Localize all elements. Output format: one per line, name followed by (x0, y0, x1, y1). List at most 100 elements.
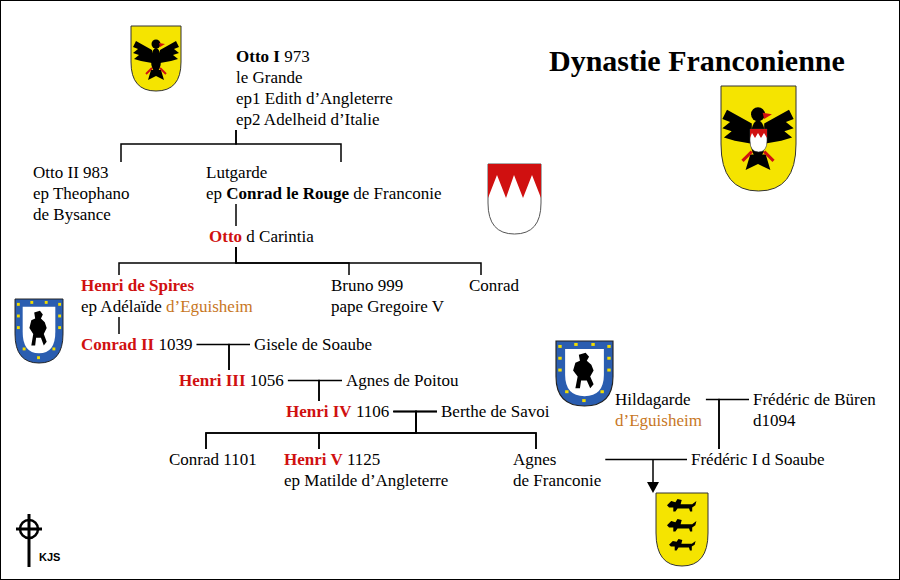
lineage-line (196, 345, 229, 371)
person-entry: Henri IV1106 (282, 401, 393, 422)
entry-line: pape Gregoire V (331, 296, 444, 317)
entry-text: Conrad II (81, 335, 154, 354)
entry-text: 1039 (158, 335, 192, 354)
entry-text: Frédéric I d Soaube (691, 450, 825, 469)
entry-text: Henri III (179, 371, 246, 390)
entry-line: Henri III1056 (179, 370, 284, 391)
lineage-line (288, 381, 319, 402)
person-entry: Otto II 983 ep Theophano de Bysance (29, 162, 133, 225)
entry-text: Henri IV (286, 402, 352, 421)
person-entry: Bruno 999 pape Gregoire V (327, 275, 448, 317)
person-entry: Agnes de Poitou (342, 370, 462, 391)
person-entry: Gisele de Soaube (250, 334, 376, 355)
entry-text: de Franconie (353, 184, 441, 203)
entry-line: Henri de Spires (81, 275, 253, 296)
entry-text: Bruno 999 (331, 276, 403, 295)
person-entry: Henri V1125ep Matilde d’Angleterre (280, 449, 452, 491)
entry-text: Frédéric de Büren (753, 390, 876, 409)
entry-text: Otto II 983 (33, 163, 109, 182)
entry-text: 1106 (356, 402, 389, 421)
entry-line: Gisele de Soaube (254, 334, 372, 355)
entry-text: 1125 (347, 450, 380, 469)
lineage-line (236, 247, 481, 275)
entry-line: de Franconie (513, 470, 601, 491)
entry-line: Otto I973 (236, 46, 393, 67)
entry-line: Conrad 1101 (169, 449, 257, 470)
entry-line: Conrad (469, 275, 519, 296)
person-entry: Hildagarde d’Eguisheim (611, 389, 706, 431)
lineage-line (706, 400, 719, 450)
entry-text: ep Adélaïde (81, 297, 162, 316)
entry-text: Agnes de Poitou (346, 371, 458, 390)
entry-text: ep Theophano (33, 184, 129, 203)
entry-text: d Carintia (246, 227, 314, 246)
lineage-line (119, 247, 236, 275)
entry-text: ep2 Adelheid d’Italie (236, 110, 380, 129)
entry-text: ep1 Edith d’Angleterre (236, 89, 393, 108)
entry-text: Hildagarde (615, 390, 691, 409)
entry-line: ep1 Edith d’Angleterre (236, 88, 393, 109)
entry-line: Henri V1125 (284, 449, 448, 470)
entry-line: Agnes (513, 449, 601, 470)
entry-line: Conrad II1039 (81, 334, 192, 355)
entry-text: 973 (284, 47, 310, 66)
person-entry: Henri III1056 (175, 370, 288, 391)
entry-line: de Bysance (33, 204, 129, 225)
person-entry: Ottod Carintia (205, 226, 318, 247)
entry-text: de Bysance (33, 205, 111, 224)
entry-line: d1094 (753, 410, 876, 431)
entry-text: Conrad (469, 276, 519, 295)
entry-text: pape Gregoire V (331, 297, 444, 316)
descent-arrow (647, 460, 659, 493)
entry-line: Lutgarde (206, 162, 442, 183)
person-entry: Conrad (465, 275, 523, 296)
eagle-shield (131, 26, 181, 91)
lineage-line (605, 459, 687, 461)
entry-line: Bruno 999 (331, 275, 444, 296)
entry-line: Agnes de Poitou (346, 370, 458, 391)
celtic-cross (16, 514, 42, 567)
lineage-line (319, 381, 342, 402)
entry-line: ep Matilde d’Angleterre (284, 470, 448, 491)
person-entry: Frédéric de Büren d1094 (749, 389, 880, 431)
entry-text: Otto I (236, 47, 280, 66)
entry-line: ep Adélaïded’Eguisheim (81, 296, 253, 317)
entry-line: Berthe de Savoi (441, 401, 550, 422)
person-entry: Henri de Spiresep Adélaïded’Eguisheim (77, 275, 257, 317)
entry-text: Agnes (513, 450, 556, 469)
person-entry: Berthe de Savoi (437, 401, 554, 422)
franconia-eagle-shield (721, 86, 796, 191)
entry-line: Frédéric I d Soaube (691, 449, 825, 470)
entry-text: Otto (209, 227, 242, 246)
entry-line: epConrad le Rougede Franconie (206, 183, 442, 204)
person-entry: Conrad 1101 (165, 449, 261, 470)
entry-line: Frédéric de Büren (753, 389, 876, 410)
entry-text: 1056 (250, 371, 284, 390)
entry-text: Gisele de Soaube (254, 335, 372, 354)
person-entry: LutgardeepConrad le Rougede Franconie (202, 162, 446, 204)
entry-text: d’Eguisheim (615, 411, 702, 430)
signature-label: KJS (39, 551, 60, 564)
entry-text: d’Eguisheim (166, 297, 253, 316)
entry-line: Ottod Carintia (209, 226, 314, 247)
person-entry: Agnes de Franconie (509, 449, 605, 491)
lineage-line (236, 247, 349, 275)
diagram-title: Dynastie Franconienne (549, 43, 845, 79)
entry-text: d1094 (753, 411, 796, 430)
entry-text: Henri de Spires (81, 276, 194, 295)
lineage-line (118, 317, 120, 334)
lineage-line (235, 204, 237, 226)
entry-line: d’Eguisheim (615, 410, 702, 431)
entry-text: de Franconie (513, 471, 601, 490)
lineage-line (719, 400, 749, 450)
entry-text: Berthe de Savoi (441, 402, 550, 421)
entry-text: Conrad le Rouge (226, 184, 349, 203)
entry-text: Henri V (284, 450, 343, 469)
swabia-shield (656, 493, 708, 566)
entry-line: le Grande (236, 67, 393, 88)
entry-text: le Grande (236, 68, 303, 87)
person-entry: Conrad II1039 (77, 334, 196, 355)
entry-text: ep Matilde d’Angleterre (284, 471, 448, 490)
franconia-rake-shield (488, 164, 541, 234)
